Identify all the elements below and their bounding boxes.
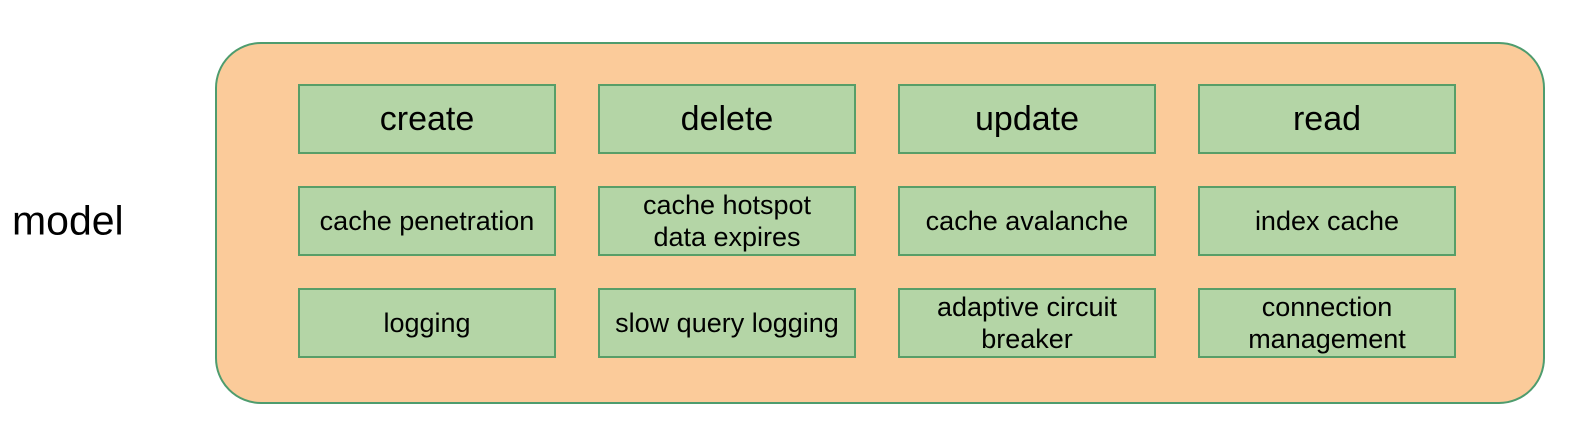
node-delete: delete — [598, 84, 856, 154]
node-cache-hotspot-data-expires: cache hotspot data expires — [598, 186, 856, 256]
model-container: create delete update read cache penetrat… — [215, 42, 1545, 404]
node-adaptive-circuit-breaker: adaptive circuit breaker — [898, 288, 1156, 358]
node-connection-management: connection management — [1198, 288, 1456, 358]
node-slow-query-logging: slow query logging — [598, 288, 856, 358]
node-index-cache: index cache — [1198, 186, 1456, 256]
node-logging: logging — [298, 288, 556, 358]
node-cache-penetration: cache penetration — [298, 186, 556, 256]
node-cache-avalanche: cache avalanche — [898, 186, 1156, 256]
model-label: model — [12, 197, 124, 244]
node-read: read — [1198, 84, 1456, 154]
feature-grid: create delete update read cache penetrat… — [298, 84, 1456, 358]
node-update: update — [898, 84, 1156, 154]
node-create: create — [298, 84, 556, 154]
